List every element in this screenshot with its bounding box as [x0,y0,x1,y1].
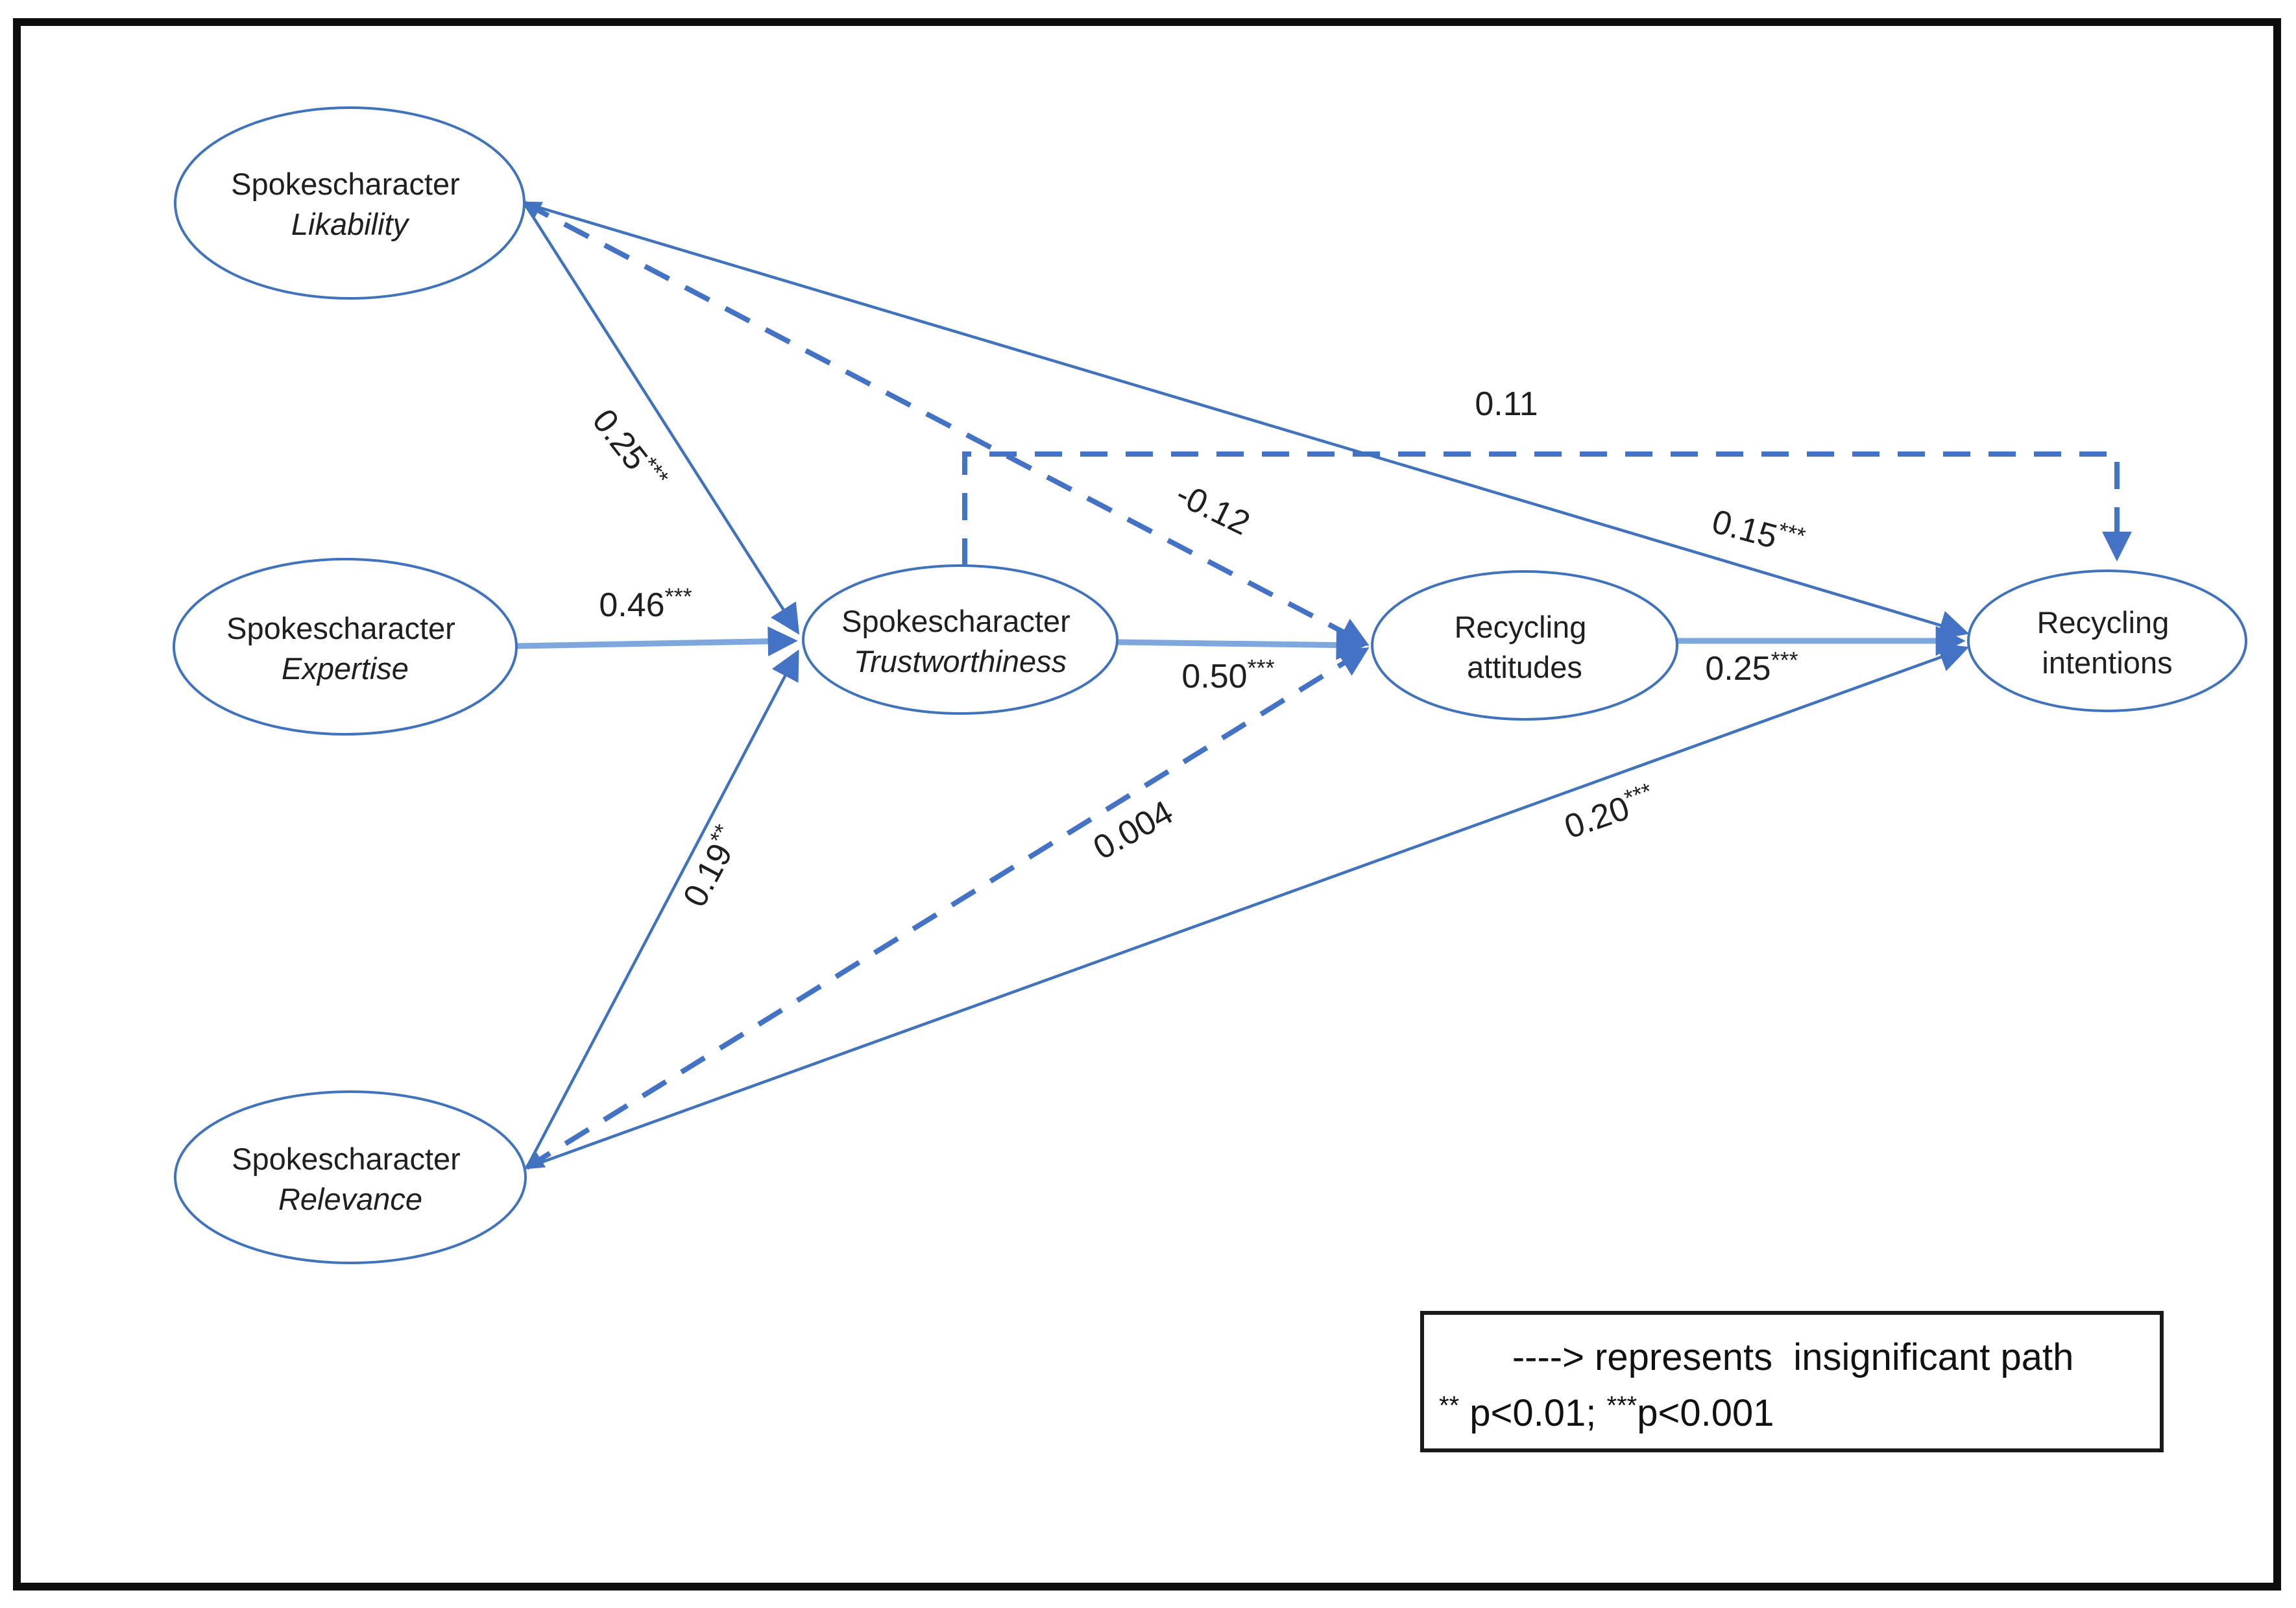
node-intentions: Recycling intentions [1967,570,2247,712]
coef-likability-intentions: 0.15*** [1708,499,1809,563]
edge-relevance-attitudes-dashed [524,647,1370,1170]
edge-likability-trustworthiness [523,202,800,635]
trustworthiness-label: Spokescharacter Trustworthiness [841,604,1079,678]
legend-line1: ----> represents insignificant path [1439,1336,2126,1378]
edge-trustworthiness-attitudes [1117,630,1366,660]
figure-frame [13,18,2281,1590]
intentions-label: Recycling intentions [2037,605,2178,680]
likability-ellipse [174,106,526,300]
attitudes-ellipse [1371,570,1678,721]
coef-relevance-intentions: 0.20*** [1559,777,1660,846]
edge-trustworthiness-intentions-dashed-elbow [962,451,2132,566]
node-attitudes: Recycling attitudes [1371,570,1678,721]
node-relevance: Spokescharacter Relevance [174,1090,527,1264]
edge-relevance-trustworthiness [526,649,799,1169]
trustworthiness-ellipse [802,564,1118,715]
likability-label: Spokescharacter Likability [231,167,468,241]
coef-likability-attitudes: -0.12 [1170,475,1255,543]
coef-relevance-attitudes: 0.004 [1087,793,1179,867]
node-likability: Spokescharacter Likability [174,106,526,300]
edge-expertise-trustworthiness [516,626,798,656]
legend: ----> represents insignificant path ** p… [1420,1311,2164,1452]
intentions-ellipse [1967,570,2247,712]
coef-trustworthiness-attitudes: 0.50*** [1181,654,1274,695]
coef-expertise-trustworthiness: 0.46*** [599,583,692,624]
edge-relevance-intentions [526,643,1970,1170]
edge-likability-attitudes-dashed [521,200,1370,646]
node-expertise: Spokescharacter Expertise [173,558,518,736]
expertise-ellipse [173,558,518,736]
coef-trustworthiness-intentions: 0.11 [1475,385,1538,423]
relevance-ellipse [174,1090,527,1264]
relevance-label: Spokescharacter Relevance [232,1142,469,1216]
legend-box [1420,1311,2164,1452]
attitudes-label: Recycling attitudes [1455,610,1595,684]
edge-likability-intentions [524,201,1970,640]
legend-line2: ** p<0.01; ***p<0.001 [1439,1391,1774,1434]
coef-attitudes-intentions: 0.25*** [1705,647,1798,688]
expertise-label: Spokescharacter Expertise [226,611,464,686]
node-trustworthiness: Spokescharacter Trustworthiness [802,564,1118,715]
